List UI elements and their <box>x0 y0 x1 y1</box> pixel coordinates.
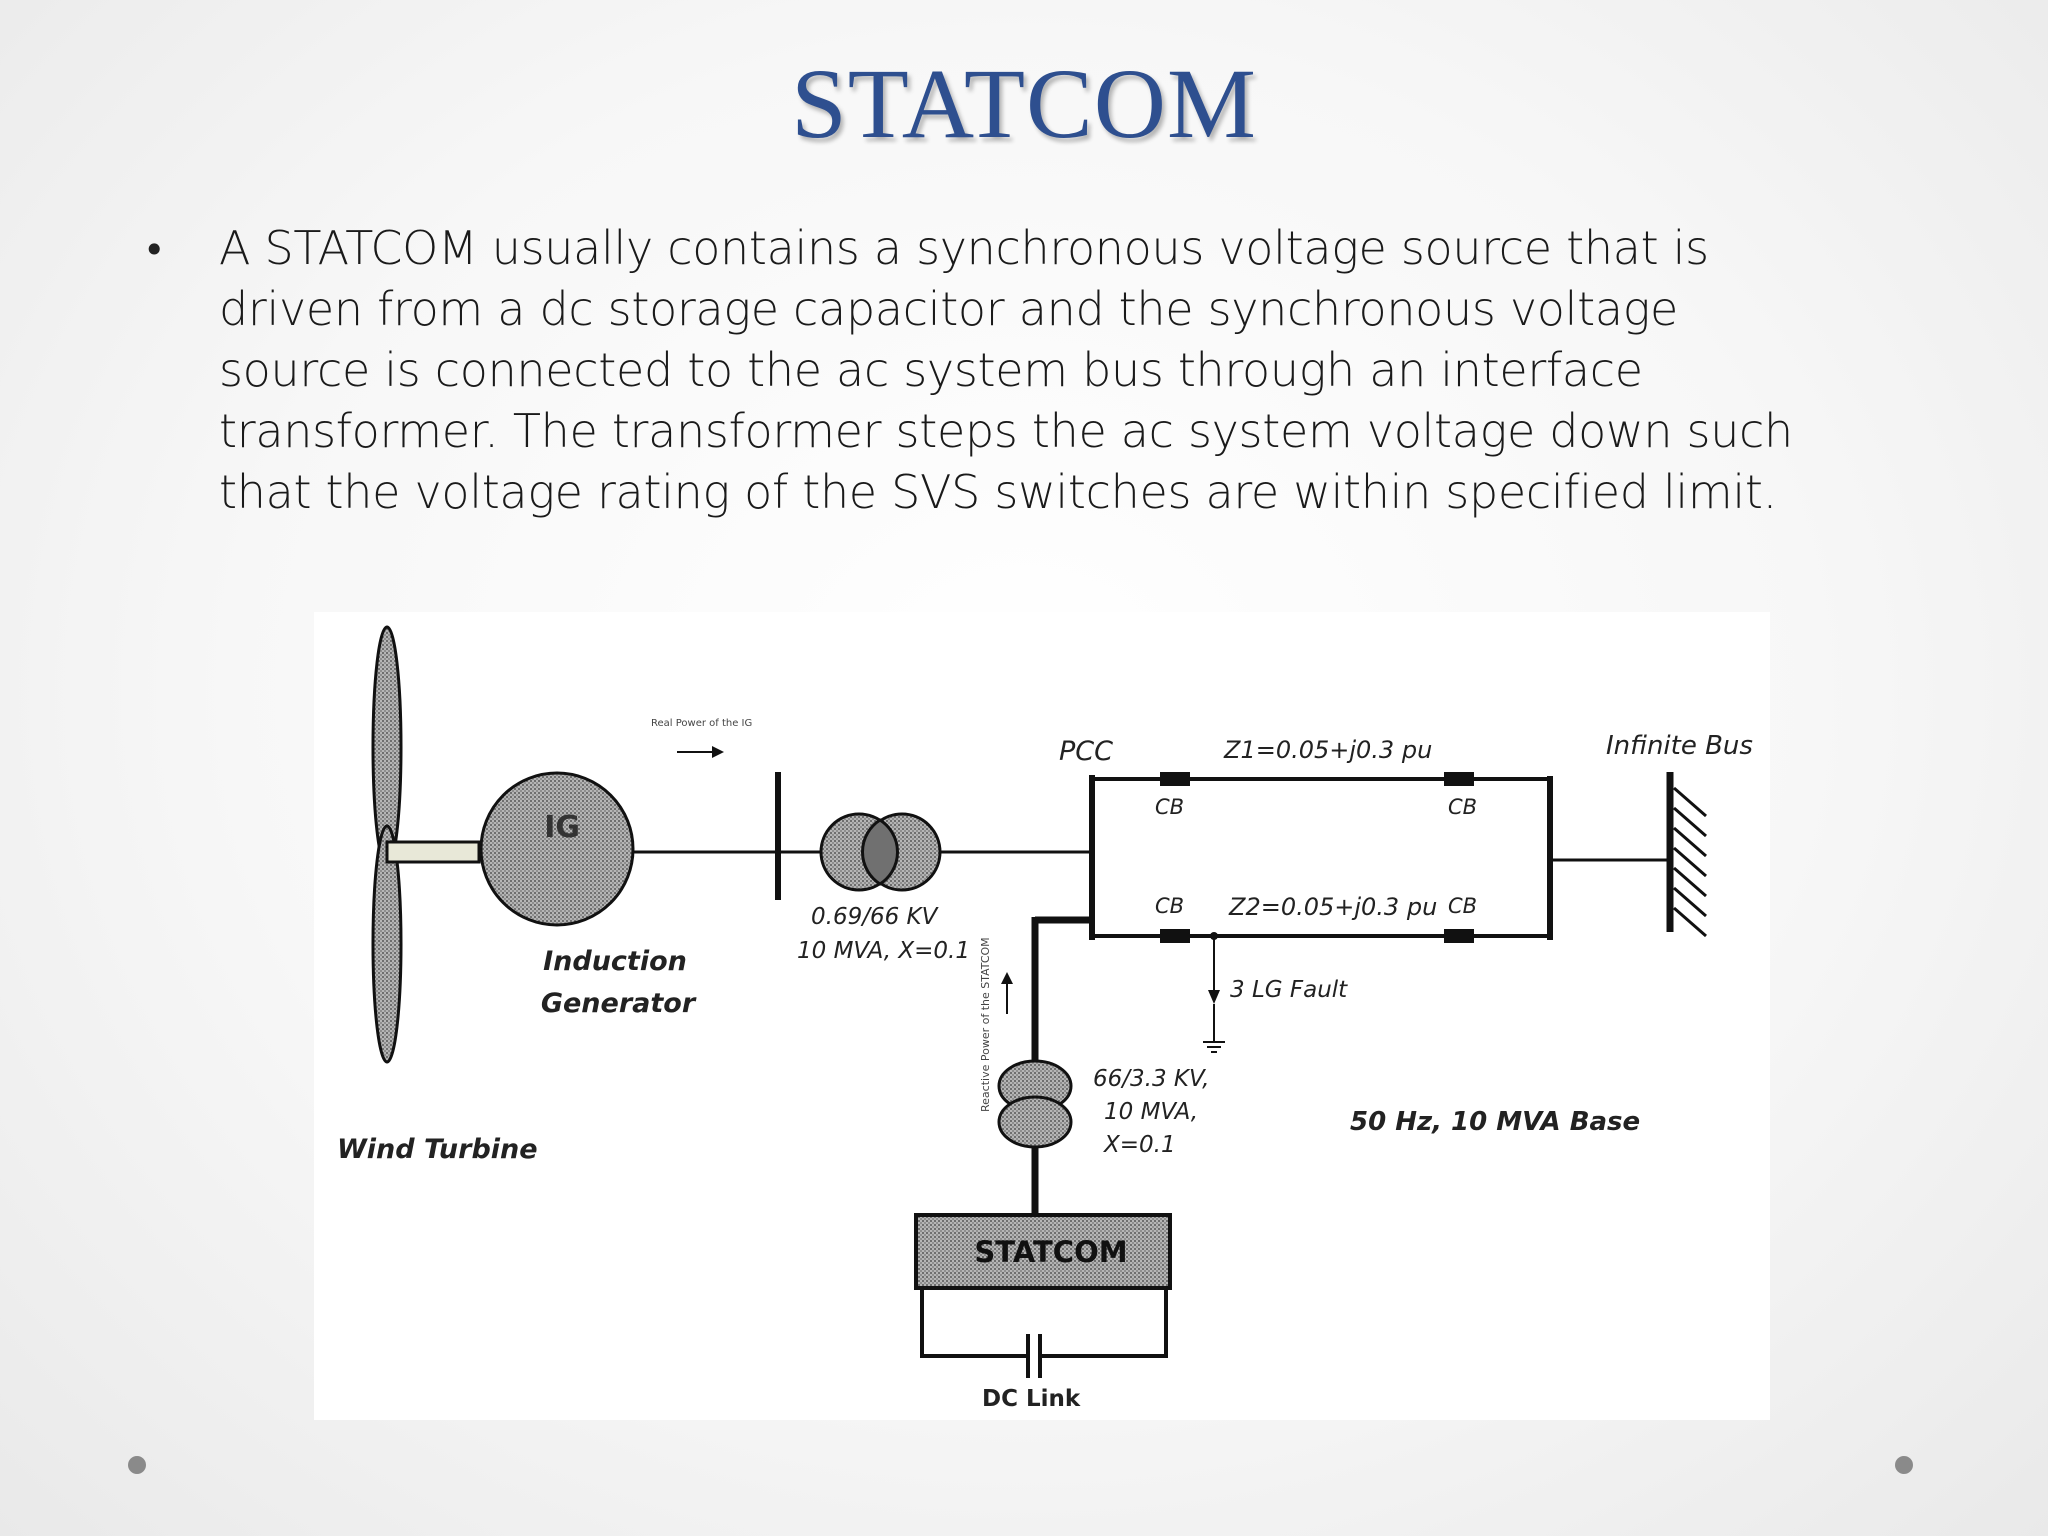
bullet-marker: • <box>143 228 166 272</box>
circuit-svg: Wind Turbine IG Induction Generator Real… <box>337 625 1753 1412</box>
statcom-box-label: STATCOM <box>974 1235 1127 1269</box>
base-label: 50 Hz, 10 MVA Base <box>1350 1107 1640 1137</box>
transformer2-label-line2: 10 MVA, <box>1104 1099 1198 1125</box>
z2-label: Z2=0.05+j0.3 pu <box>1228 893 1437 921</box>
cb-2a-label: CB <box>1155 894 1184 918</box>
bullet-line-4: transformer. The transformer steps the a… <box>219 404 1793 458</box>
right-corner-dot <box>1895 1456 1913 1474</box>
slide-title: STATCOM <box>791 48 1257 159</box>
z1-label: Z1=0.05+j0.3 pu <box>1223 736 1432 764</box>
bullet-line-3: source is connected to the ac system bus… <box>219 343 1643 397</box>
ground-symbol-icon <box>1203 1004 1225 1053</box>
transformer-1-icon <box>819 812 942 892</box>
cb-1b <box>1444 772 1474 786</box>
wind-turbine-icon <box>371 625 481 1064</box>
cb-1a <box>1160 772 1190 786</box>
cb-2a <box>1160 929 1190 943</box>
bullet-line-2: driven from a dc storage capacitor and t… <box>219 282 1679 336</box>
cb-2b <box>1444 929 1474 943</box>
cb-1a-label: CB <box>1155 795 1184 819</box>
reactive-power-arrow-icon <box>1001 972 1013 1014</box>
induction-generator-icon <box>479 771 722 927</box>
fault-label: 3 LG Fault <box>1230 977 1348 1003</box>
transformer1-label-line1: 0.69/66 KV <box>811 904 940 930</box>
pcc-label: PCC <box>1059 736 1113 767</box>
bullet-line-1: A STATCOM usually contains a synchronous… <box>219 221 1709 275</box>
statcom-circuit-diagram: Wind Turbine IG Induction Generator Real… <box>314 612 1770 1420</box>
left-corner-dot <box>128 1456 146 1474</box>
bullet-text: A STATCOM usually contains a synchronous… <box>219 218 1919 523</box>
cb-2b-label: CB <box>1448 894 1477 918</box>
transformer2-label-line3: X=0.1 <box>1103 1132 1176 1158</box>
transformer2-label-line1: 66/3.3 KV, <box>1093 1066 1209 1092</box>
bullet-line-5: that the voltage rating of the SVS switc… <box>219 465 1777 519</box>
induction-label-line1: Induction <box>543 946 687 977</box>
wind-turbine-label: Wind Turbine <box>337 1134 538 1165</box>
real-power-arrow-icon <box>677 746 724 758</box>
statcom-box <box>914 1213 1172 1290</box>
infinite-bus-ground-icon <box>1666 772 1707 938</box>
induction-label-line2: Generator <box>541 988 697 1019</box>
reactive-power-label: Reactive Power of the STATCOM <box>979 937 992 1112</box>
ig-label: IG <box>544 810 580 845</box>
transformer1-label-line2: 10 MVA, X=0.1 <box>797 938 970 964</box>
dc-link-label: DC Link <box>982 1386 1081 1412</box>
dc-link-capacitor-icon <box>920 1288 1168 1378</box>
transformer-2-icon <box>997 1059 1073 1149</box>
real-power-label: Real Power of the IG <box>651 718 752 729</box>
infinite-bus-label: Infinite Bus <box>1606 731 1753 761</box>
cb-1b-label: CB <box>1448 795 1477 819</box>
fault-arrow-icon <box>1208 932 1220 1004</box>
